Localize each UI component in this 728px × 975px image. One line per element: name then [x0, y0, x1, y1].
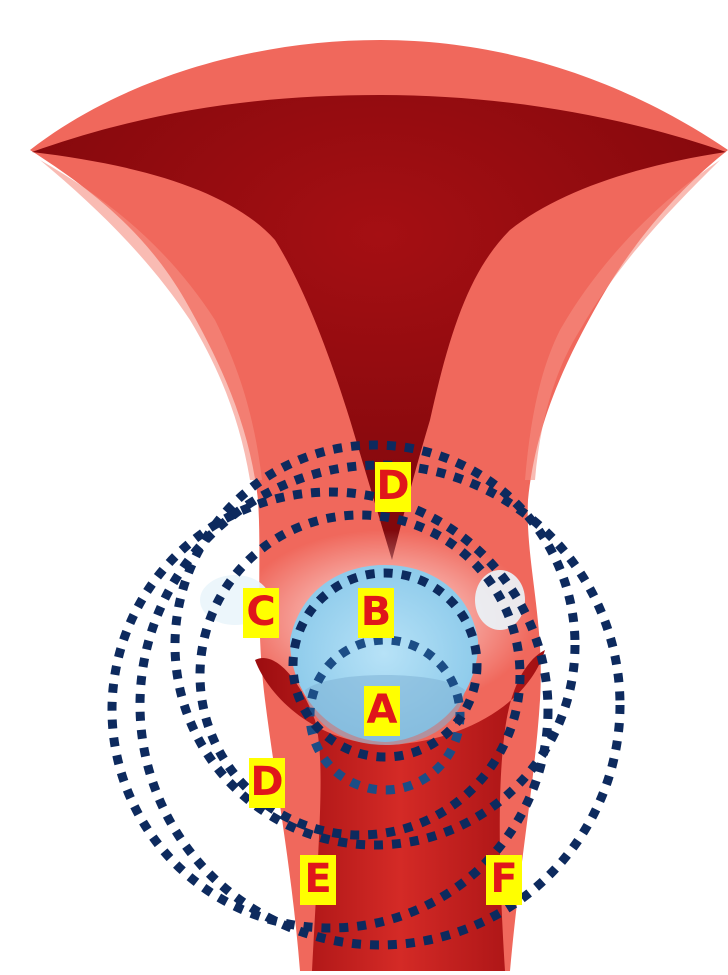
label-F: F	[486, 855, 522, 905]
label-B: B	[358, 588, 394, 638]
label-E: E	[300, 855, 336, 905]
label-A: A	[364, 686, 400, 736]
label-D-top: D	[375, 462, 411, 512]
label-D-left: D	[249, 758, 285, 808]
label-C: C	[243, 588, 279, 638]
